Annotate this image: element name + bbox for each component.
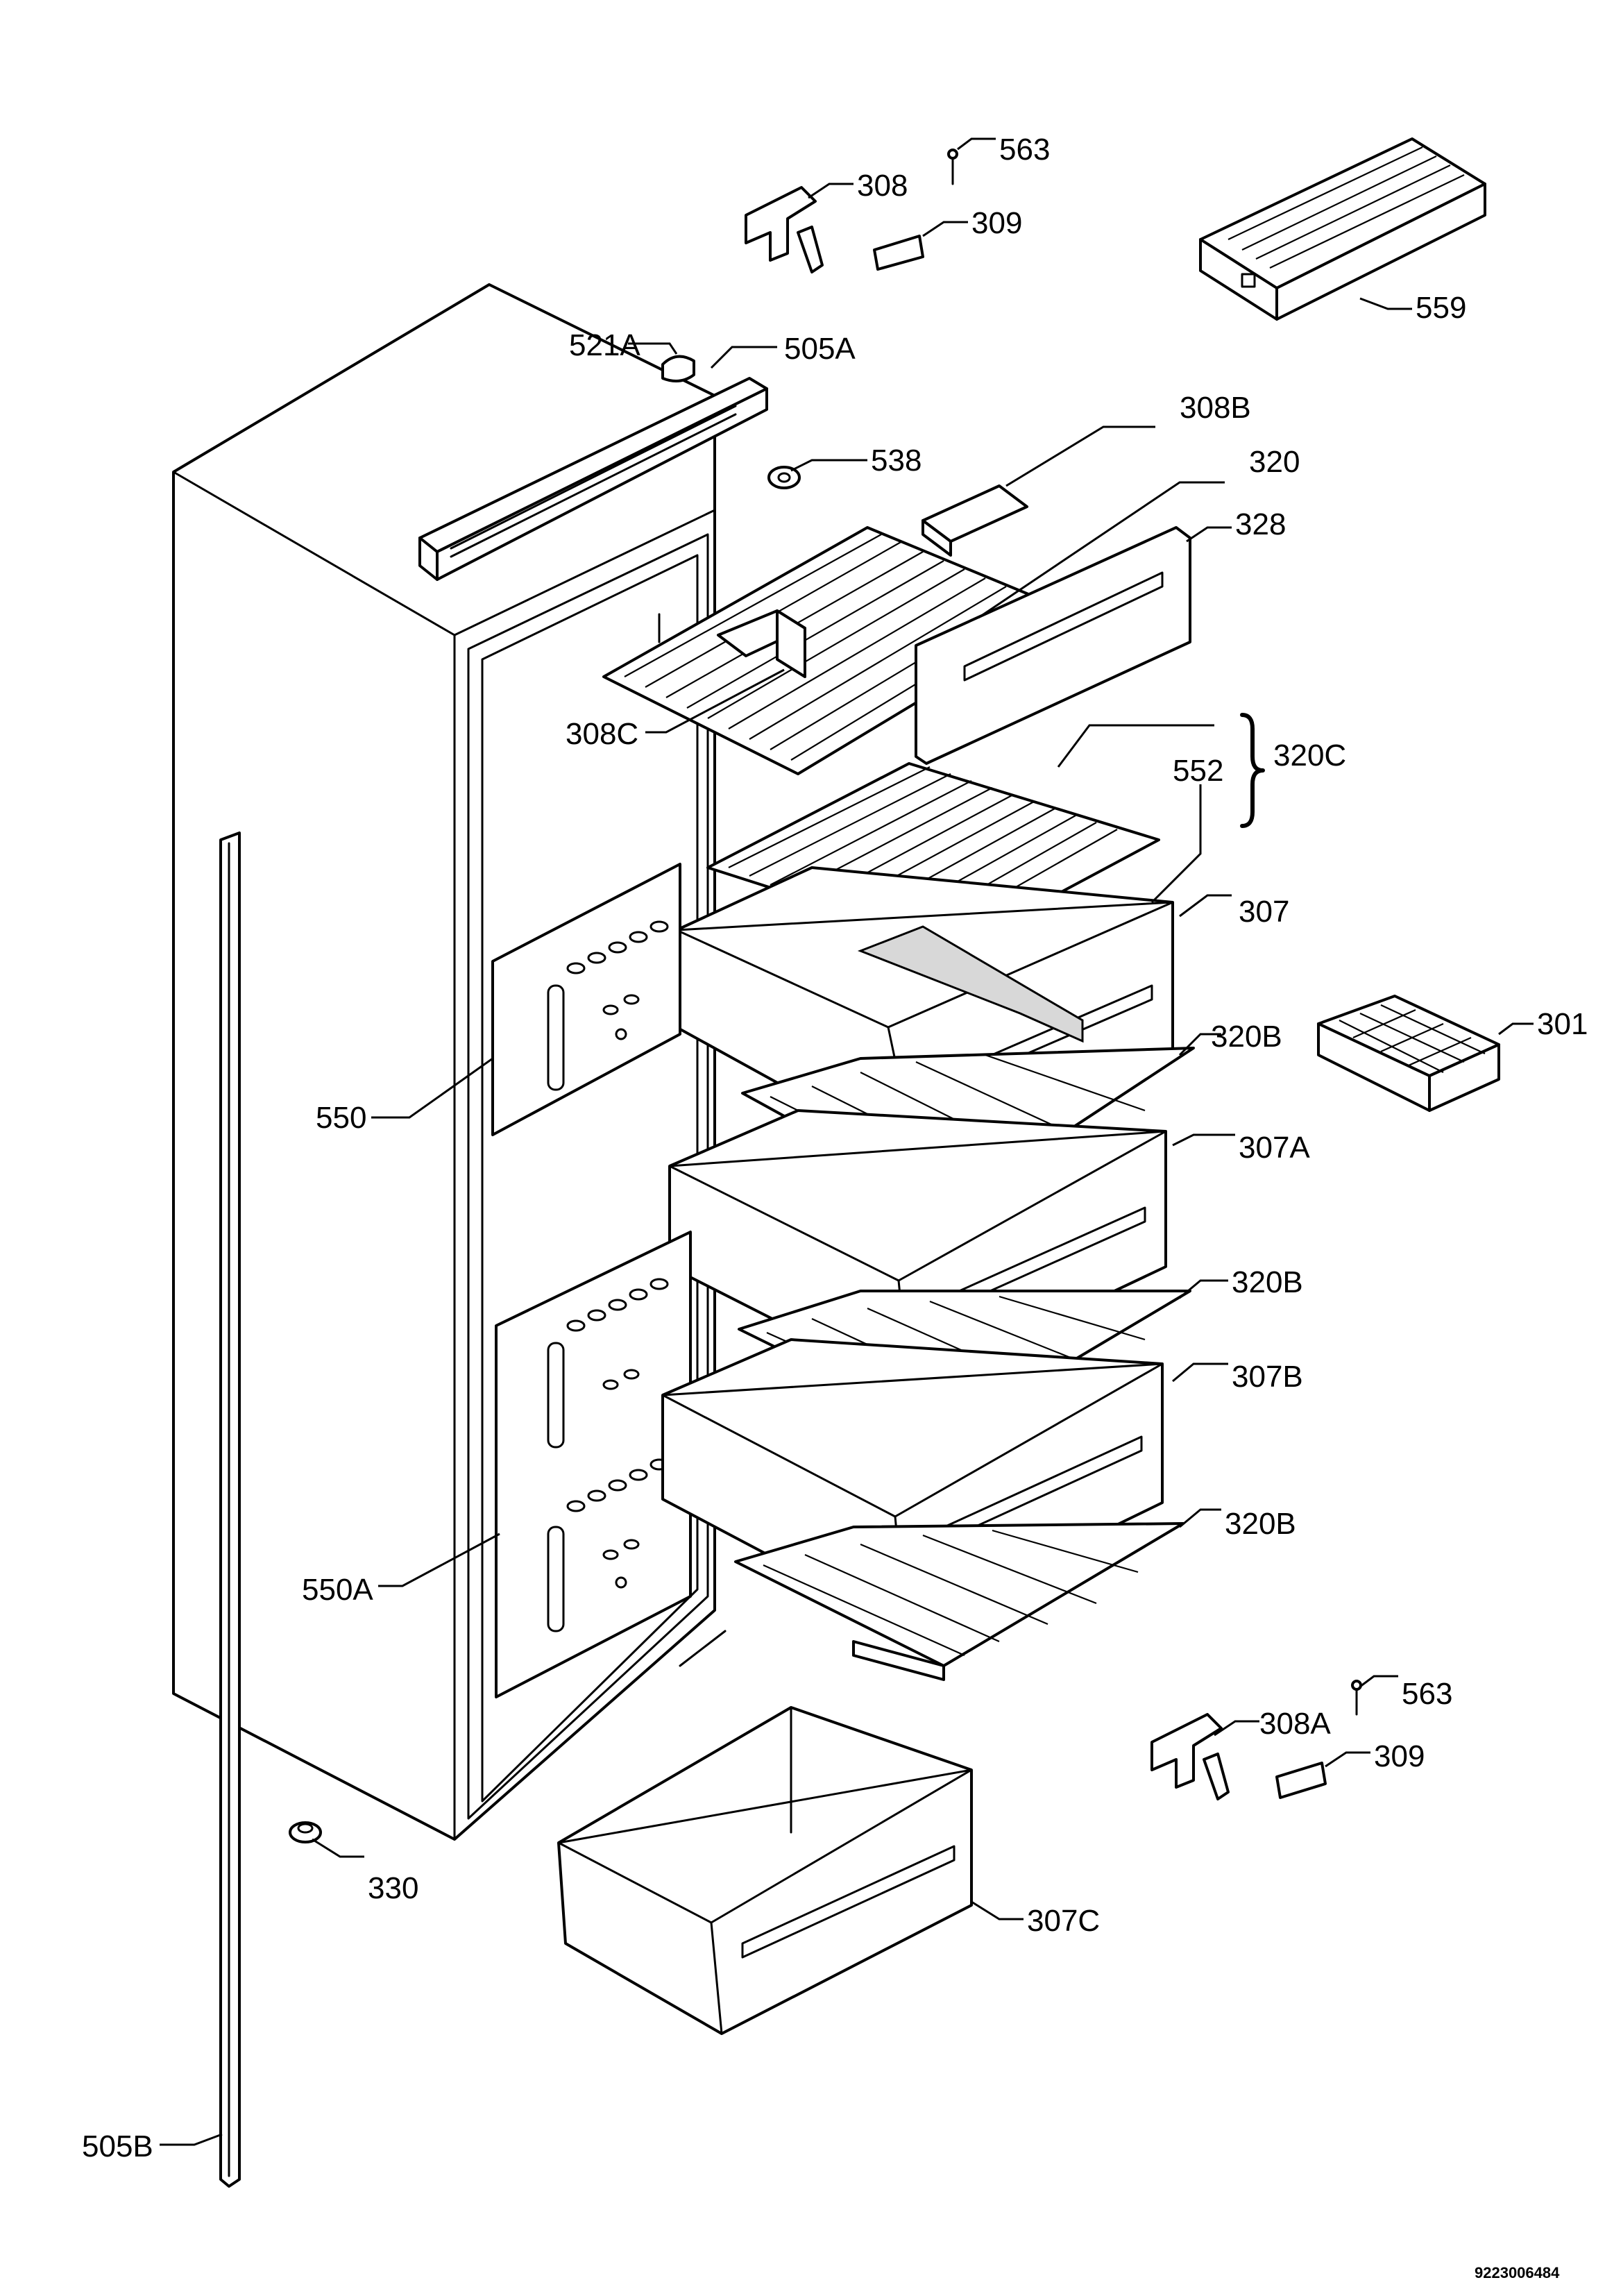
label-505b: 505B bbox=[82, 2129, 153, 2163]
adjustable-foot-330 bbox=[289, 1821, 322, 1843]
side-panel-550 bbox=[491, 863, 681, 1136]
label-307b: 307B bbox=[1232, 1360, 1303, 1394]
label-320b-3: 320B bbox=[1225, 1507, 1296, 1541]
label-505a: 505A bbox=[784, 332, 856, 366]
label-552: 552 bbox=[1173, 754, 1223, 788]
top-rail-505a bbox=[418, 377, 768, 581]
drawer-307c bbox=[557, 1706, 973, 2035]
label-308: 308 bbox=[857, 169, 908, 203]
hinge-cover-521a bbox=[661, 355, 695, 382]
door-seal-505b bbox=[219, 832, 241, 2188]
plate-309-top bbox=[873, 235, 924, 271]
label-550a: 550A bbox=[302, 1573, 373, 1607]
label-550: 550 bbox=[316, 1101, 366, 1135]
label-308b: 308B bbox=[1180, 391, 1251, 425]
label-307c: 307C bbox=[1027, 1904, 1100, 1938]
screw-563-bottom bbox=[1351, 1680, 1362, 1716]
part-labels: 563 308 309 559 521A 505A 538 308B 320 3… bbox=[82, 133, 1588, 2281]
label-307: 307 bbox=[1239, 895, 1289, 929]
label-559: 559 bbox=[1416, 291, 1466, 325]
label-320c: 320C bbox=[1273, 738, 1346, 773]
hinge-308-top bbox=[745, 186, 824, 273]
label-309-top: 309 bbox=[971, 206, 1022, 240]
drawing-number: 9223006484 bbox=[1475, 2264, 1560, 2281]
label-563-top: 563 bbox=[999, 133, 1050, 167]
label-320b-2: 320B bbox=[1232, 1265, 1303, 1299]
leader-lines bbox=[160, 137, 1534, 2146]
label-301: 301 bbox=[1537, 1007, 1588, 1041]
label-538: 538 bbox=[871, 444, 922, 478]
label-308a: 308A bbox=[1259, 1707, 1331, 1741]
fitting-308c bbox=[717, 609, 806, 678]
bracket-320c bbox=[1240, 713, 1265, 828]
label-320: 320 bbox=[1249, 445, 1300, 479]
wire-shelf-320b-3 bbox=[734, 1522, 1184, 1681]
label-521a: 521A bbox=[569, 328, 640, 362]
screw-563-top bbox=[947, 149, 958, 185]
freezer-tray-559 bbox=[1199, 137, 1486, 321]
plate-309-bottom bbox=[1275, 1762, 1327, 1799]
label-309-bottom: 309 bbox=[1374, 1739, 1425, 1773]
label-307a: 307A bbox=[1239, 1131, 1310, 1165]
label-328: 328 bbox=[1235, 507, 1286, 541]
label-563-bottom: 563 bbox=[1402, 1677, 1452, 1711]
side-panel-550a bbox=[495, 1231, 692, 1698]
label-330: 330 bbox=[368, 1871, 418, 1905]
bush-538 bbox=[767, 466, 801, 489]
label-320b-1: 320B bbox=[1211, 1020, 1282, 1054]
label-308c: 308C bbox=[566, 717, 638, 751]
flap-328 bbox=[915, 526, 1191, 765]
hinge-308a bbox=[1150, 1713, 1230, 1800]
ice-cube-tray-301 bbox=[1317, 995, 1500, 1112]
fitting-308b bbox=[922, 484, 1028, 557]
